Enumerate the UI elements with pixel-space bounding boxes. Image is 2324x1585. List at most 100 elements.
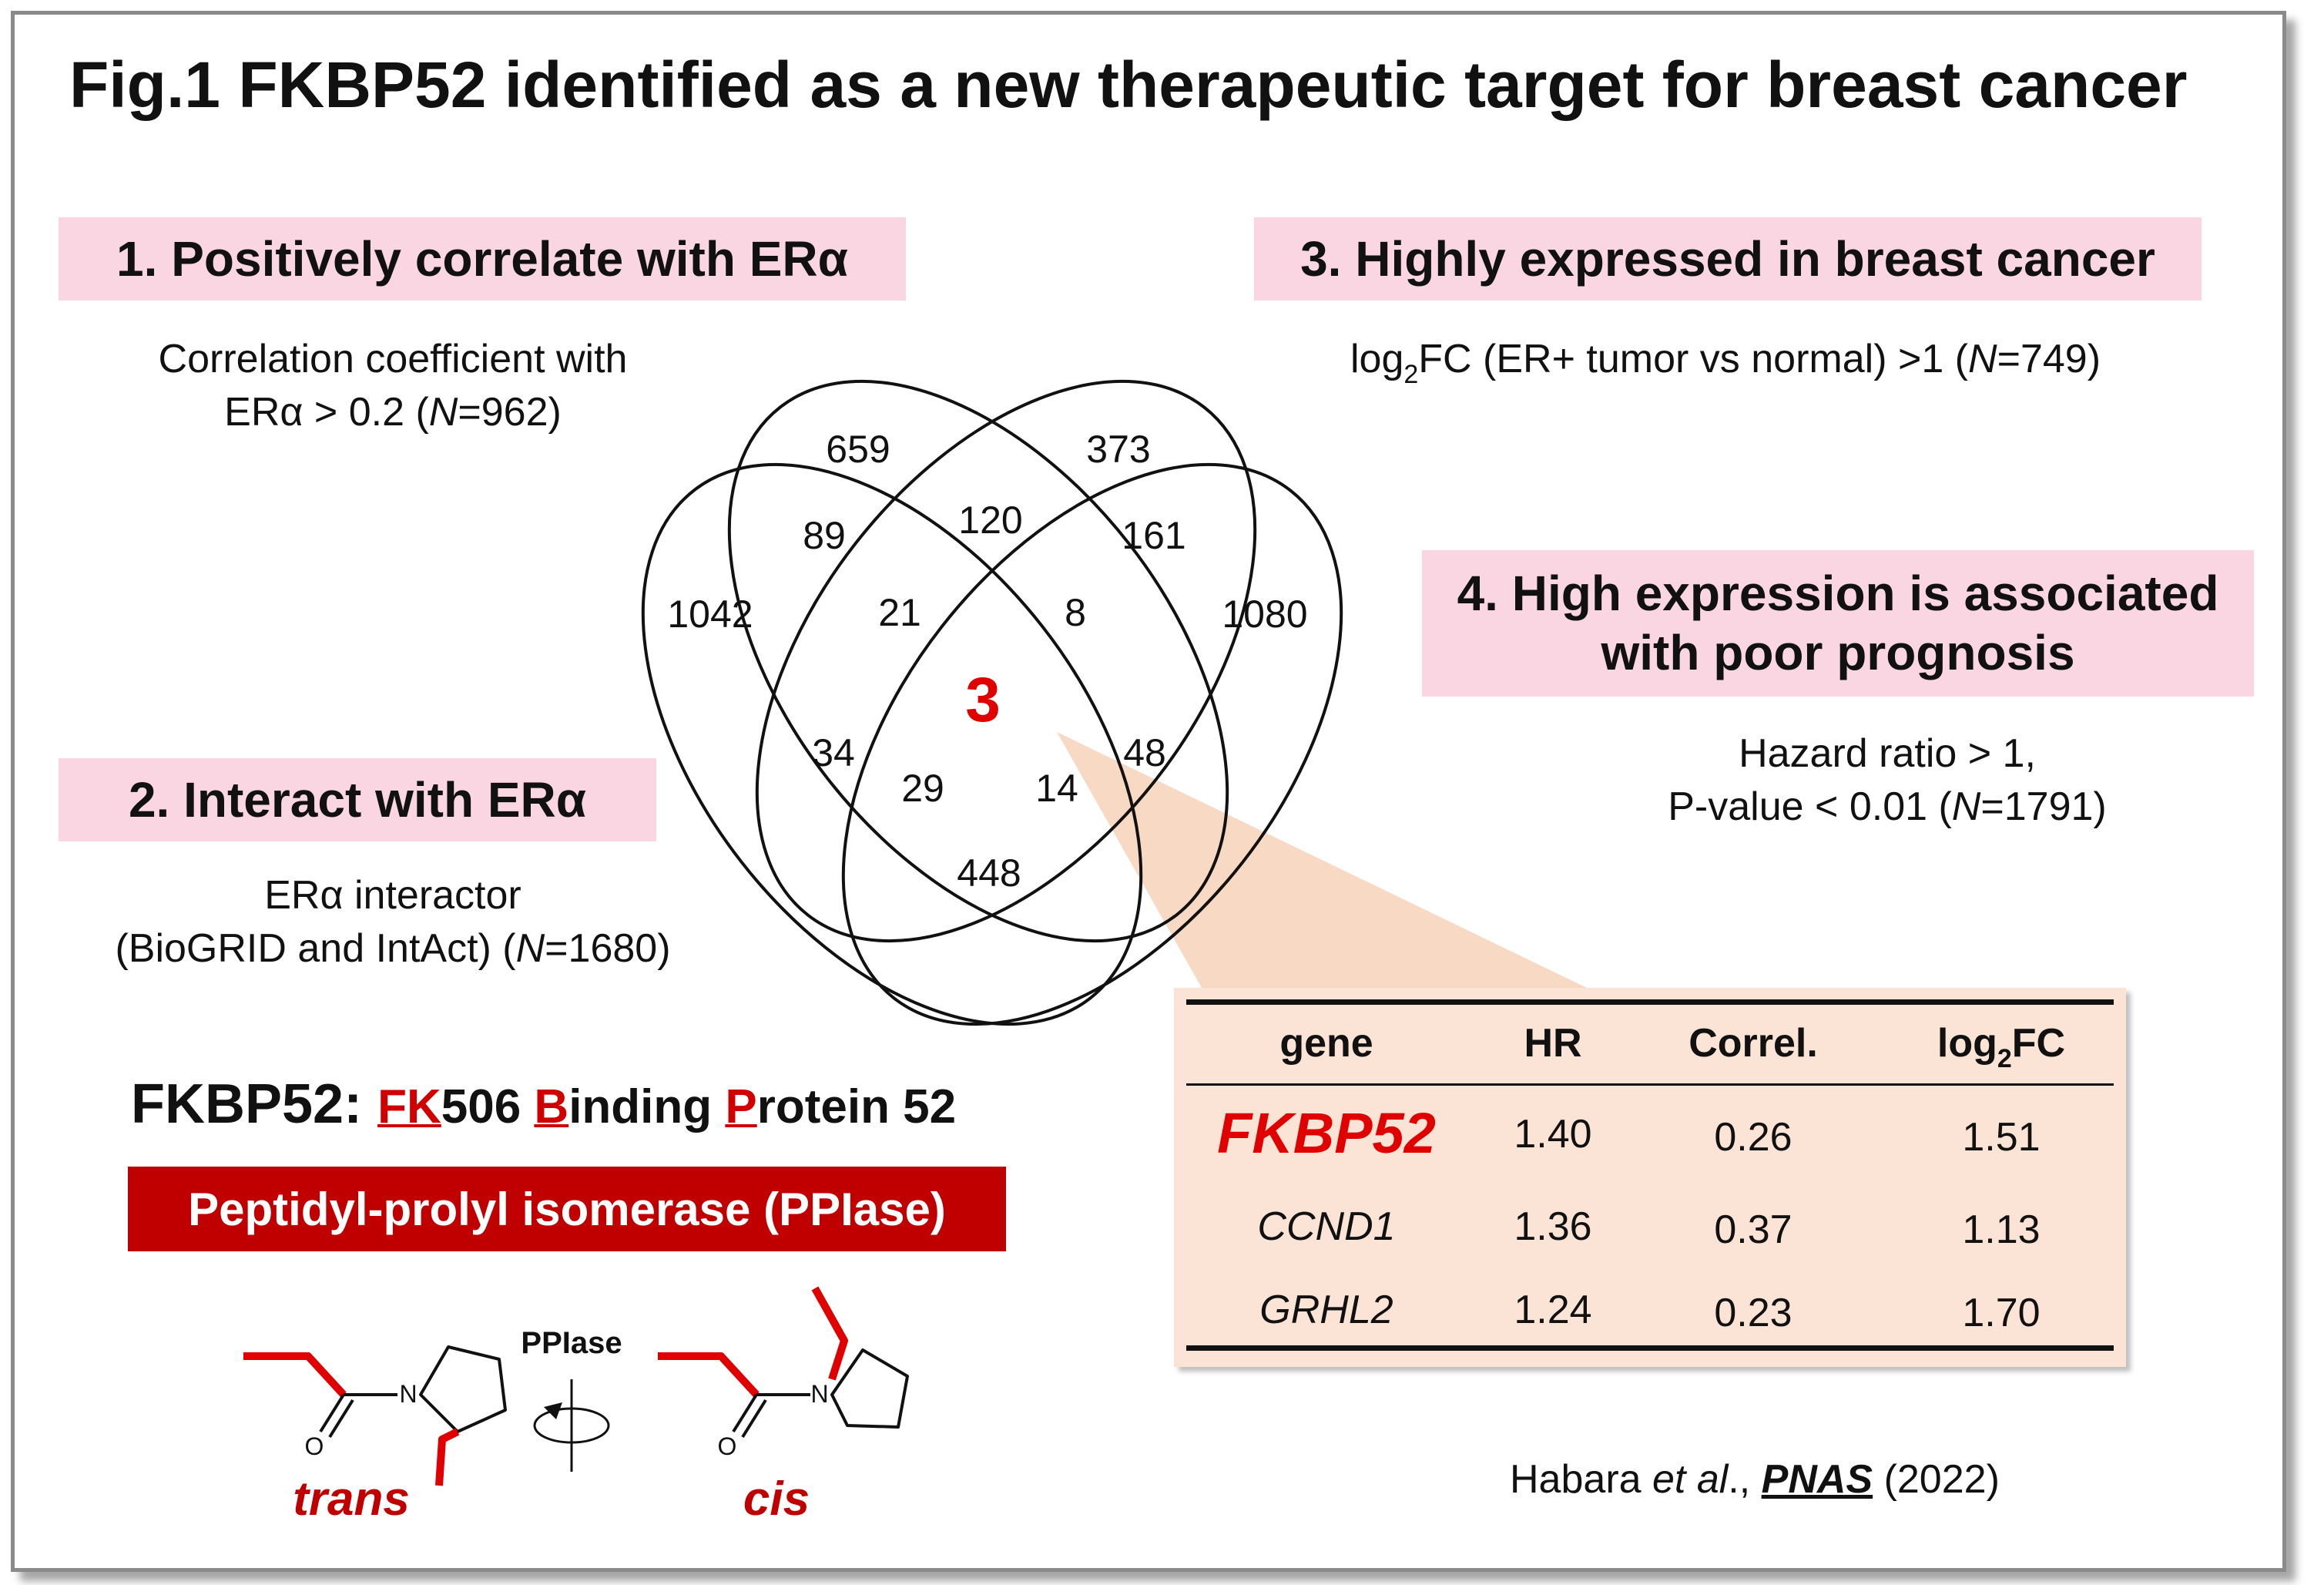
table-row-log2fc: 1.13 (1962, 1207, 2041, 1252)
citation-comma: ., (1728, 1457, 1762, 1502)
criterion-4-heading-1: 4. High expression is associated (1457, 566, 2219, 622)
venn-center: 3 (965, 665, 1001, 735)
table-bottom-rule (1186, 1345, 2114, 1351)
c2-post: =1680) (545, 925, 671, 971)
criterion-4-desc: Hazard ratio > 1, P-value < 0.01 (N=1791… (1595, 727, 2180, 833)
ppiase-banner: Peptidyl-prolyl isomerase (PPIase) (128, 1167, 1006, 1251)
citation-journal: PNAS (1761, 1457, 1873, 1502)
venn-ellipse-4 (841, 462, 1343, 1026)
criterion-2-box: 2. Interact with ERα (59, 758, 656, 841)
results-table: gene HR Correl. log2FC FKBP52 1.40 0.26 … (1174, 988, 2126, 1367)
criterion-4-box: 4. High expression is associated with po… (1422, 550, 2254, 697)
table-row-correl: 0.37 (1714, 1207, 1792, 1252)
header-gene: gene (1279, 1021, 1373, 1066)
rotein-text: rotein 52 (756, 1080, 957, 1133)
fk-letters: FK (377, 1080, 441, 1133)
trans-o-atom: O (305, 1432, 324, 1460)
venn-bc: 120 (958, 499, 1022, 542)
criterion-4-line1: Hazard ratio > 1, (1739, 731, 2036, 776)
c2-n: N (515, 925, 545, 971)
criterion-4-line2: P-value < 0.01 (N=1791) (1595, 781, 2180, 834)
fkbp52-title: FKBP52: FK506 Binding Protein 52 (131, 1073, 956, 1136)
ppiase-arrow: PPIase (521, 1326, 622, 1472)
criterion-1-line2: ERα > 0.2 (N=962) (116, 386, 670, 439)
callout-wedge (1057, 732, 1587, 988)
c3-post: =749) (1997, 337, 2101, 381)
venn-bcd: 8 (1065, 591, 1086, 634)
criterion-3-line: log2FC (ER+ tumor vs normal) >1 (N=749) (1263, 333, 2188, 392)
c1-pre: ERα > 0.2 ( (224, 389, 429, 435)
table-row-log2fc: 1.51 (1962, 1115, 2041, 1160)
venn-ab: 89 (803, 514, 846, 557)
header-log2fc: log2FC (1937, 1020, 2065, 1074)
figure-title: Fig.1 FKBP52 identified as a new therape… (69, 49, 2188, 121)
citation: Habara et al., PNAS (2022) (1510, 1456, 2000, 1503)
c1-post: =962) (458, 389, 562, 435)
table-row-correl: 0.23 (1714, 1291, 1792, 1335)
venn-ad: 34 (812, 731, 855, 774)
criterion-3-box: 3. Highly expressed in breast cancer (1254, 217, 2202, 301)
venn-acd: 14 (1035, 767, 1078, 810)
venn-b-only: 659 (826, 428, 890, 471)
criterion-1-box: 1. Positively correlate with ERα (59, 217, 906, 301)
cis-n-atom: N (810, 1380, 828, 1408)
table-row-log2fc: 1.70 (1962, 1291, 2041, 1335)
c3-sub: 2 (1403, 360, 1419, 389)
c3-rest: FC (ER+ tumor vs normal) >1 ( (1418, 337, 1969, 381)
c4-n: N (1951, 784, 1981, 829)
criterion-2-line2: (BioGRID and IntAct) (N=1680) (62, 922, 724, 976)
table-row-hr: 1.36 (1514, 1204, 1592, 1249)
table-row-gene: GRHL2 (1259, 1288, 1393, 1332)
table-row-correl: 0.26 (1714, 1115, 1792, 1160)
criterion-2-line1: ERα interactor (264, 873, 521, 918)
venn-a-only: 1042 (667, 593, 753, 636)
criterion-2-desc: ERα interactor (BioGRID and IntAct) (N=1… (62, 869, 724, 975)
c4-post: =1791) (1980, 784, 2107, 829)
criterion-4-heading-2: with poor prognosis (1601, 625, 2075, 680)
c3-n: N (1968, 337, 1997, 381)
venn-ellipse-3 (755, 379, 1257, 943)
venn-abd: 29 (901, 767, 944, 810)
cis-label: cis (743, 1473, 810, 1526)
header-hr: HR (1524, 1021, 1582, 1066)
cis-molecule: N O cis (658, 1286, 909, 1526)
citation-author: Habara (1510, 1457, 1652, 1502)
criterion-3-heading: 3. Highly expressed in breast cancer (1300, 230, 2155, 287)
table-row-gene: CCND1 (1257, 1204, 1396, 1249)
trans-label: trans (293, 1473, 410, 1526)
venn-ellipse-1 (641, 462, 1143, 1026)
venn-c-only: 373 (1086, 428, 1150, 471)
table-row-hr: 1.40 (1514, 1112, 1592, 1157)
criterion-1-heading: 1. Positively correlate with ERα (116, 230, 848, 287)
ppiase-arrow-label: PPIase (521, 1326, 622, 1360)
criterion-1-line1: Correlation coefficient with (158, 337, 628, 381)
fkbp52-name: FKBP52: (131, 1073, 363, 1135)
inding-text: inding (568, 1080, 726, 1133)
trans-molecule: N O trans (243, 1345, 507, 1526)
ppiase-banner-text: Peptidyl-prolyl isomerase (PPIase) (188, 1183, 946, 1235)
header-log-sub: 2 (1997, 1044, 2012, 1073)
table-row-gene: FKBP52 (1217, 1101, 1436, 1165)
venn-abc: 21 (878, 591, 921, 634)
venn-cd-low: 48 (1123, 731, 1166, 774)
cis-o-atom: O (718, 1432, 737, 1460)
header-fc: FC (2011, 1021, 2066, 1066)
trans-n-atom: N (399, 1380, 417, 1408)
fkbp52-expansion: FK506 Binding Protein 52 (377, 1080, 956, 1133)
c2-pre: (BioGRID and IntAct) ( (115, 925, 516, 971)
c1-n: N (428, 389, 458, 435)
table-top-rule (1186, 999, 2114, 1005)
table-header-rule (1186, 1083, 2114, 1086)
header-correl: Correl. (1689, 1021, 1818, 1066)
c4-pre: P-value < 0.01 ( (1668, 784, 1952, 829)
venn-ellipse-2 (727, 379, 1229, 943)
criterion-2-heading: 2. Interact with ERα (128, 771, 587, 828)
criterion-1-desc: Correlation coefficient with ERα > 0.2 (… (116, 333, 670, 438)
p-letter: P (725, 1080, 757, 1133)
venn-d-only: 1080 (1222, 593, 1307, 636)
venn-bd-low: 448 (957, 851, 1021, 895)
venn-cd: 161 (1122, 514, 1185, 557)
citation-year: (2022) (1873, 1457, 2000, 1502)
